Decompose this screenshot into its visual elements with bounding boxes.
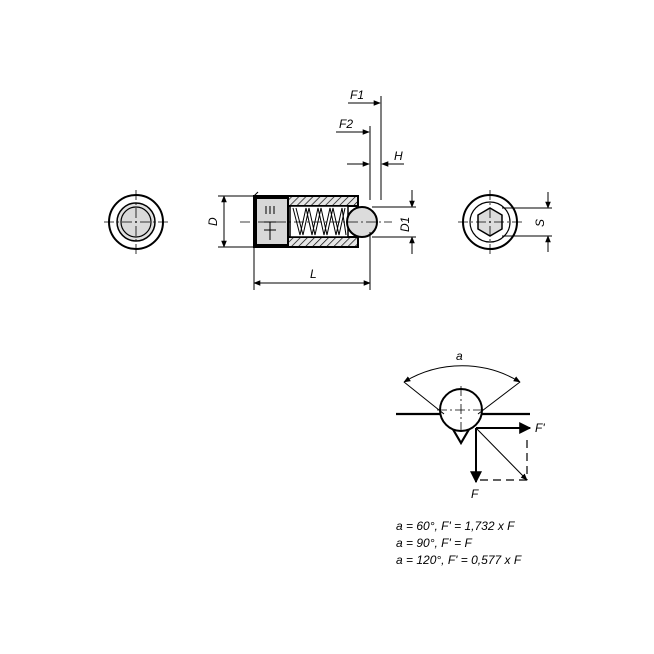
- dimension-f1: F1: [348, 88, 382, 200]
- left-end-view: [104, 190, 170, 256]
- dimension-l: L: [253, 232, 371, 290]
- label-f2: F2: [339, 117, 353, 131]
- label-h: H: [394, 149, 403, 163]
- label-f: F: [471, 487, 479, 501]
- label-a: a: [456, 349, 463, 363]
- label-f-prime: F': [535, 421, 545, 435]
- side-view: [240, 191, 392, 248]
- label-d: D: [206, 217, 220, 226]
- dimension-d: D: [206, 195, 254, 248]
- dimension-d1: D1: [372, 190, 416, 254]
- label-s: S: [533, 219, 547, 227]
- label-l: L: [310, 267, 317, 281]
- force-diagram: a F F': [396, 349, 545, 501]
- label-f1: F1: [350, 88, 364, 102]
- dimension-h: H: [347, 149, 404, 167]
- formula-60: a = 60°, F' = 1,732 x F: [396, 519, 515, 533]
- dimension-s: S: [502, 192, 552, 252]
- formula-90: a = 90°, F' = F: [396, 536, 472, 550]
- right-end-view: [458, 190, 522, 256]
- formula-120: a = 120°, F' = 0,577 x F: [396, 553, 522, 567]
- dimension-f2: F2: [336, 117, 371, 200]
- label-d1: D1: [398, 217, 412, 232]
- formula-list: a = 60°, F' = 1,732 x F a = 90°, F' = F …: [396, 519, 522, 567]
